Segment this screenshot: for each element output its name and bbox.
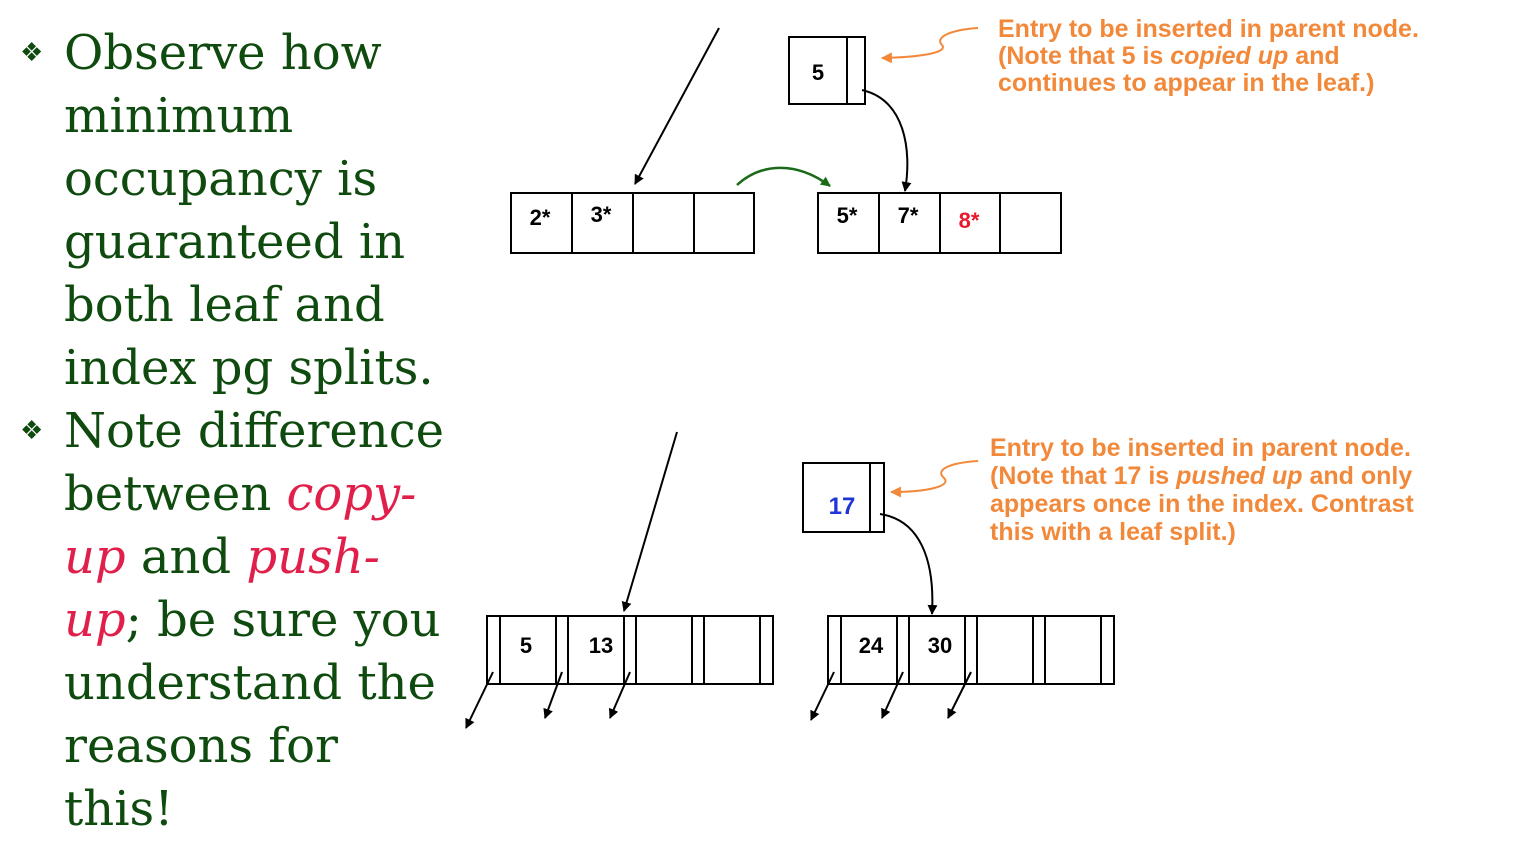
index-key: 5 xyxy=(520,633,532,658)
split-diagram: 5 2* 3* 5* 7* 8* 17 xyxy=(465,27,1115,729)
bullet-marker-icon: ❖ xyxy=(20,38,44,68)
child-pointer xyxy=(465,671,494,729)
index-parent-key: 17 xyxy=(829,493,856,520)
bullet-text-2-mid: and xyxy=(125,529,247,585)
note-emphasis: pushed up xyxy=(1176,462,1303,490)
index-parent-pointer xyxy=(879,513,938,615)
index-key: 30 xyxy=(928,633,952,658)
index-right-node: 24 30 xyxy=(810,615,1115,721)
leaf-right-node: 5* 7* 8* xyxy=(817,192,1062,254)
child-pointer xyxy=(609,671,631,719)
note-emphasis: copied up xyxy=(1170,42,1289,70)
note-line: Entry to be inserted in parent node. xyxy=(990,434,1411,462)
bullet-text-2-post: ; be sure you understand the reasons for… xyxy=(64,592,441,837)
note-line: continues to appear in the leaf.) xyxy=(998,69,1375,97)
index-split-note: Entry to be inserted in parent node. (No… xyxy=(990,434,1414,546)
index-left-node: 5 13 xyxy=(465,615,774,729)
bullet-text-1: Observe how minimum occupancy is guarant… xyxy=(64,25,434,396)
index-parent-node: 17 xyxy=(802,462,885,533)
bullet-item-1: ❖ Observe how minimum occupancy is guara… xyxy=(18,22,448,400)
child-pointer xyxy=(810,671,835,721)
child-pointer xyxy=(881,671,904,719)
note-line: appears once in the index. Contrast xyxy=(990,490,1414,518)
leaf-note-arrow xyxy=(880,27,979,64)
note-line: and xyxy=(1288,42,1340,70)
note-line: Entry to be inserted in parent node. xyxy=(998,15,1419,43)
leaf-left-node: 2* 3* xyxy=(510,192,755,254)
leaf-entry: 7* xyxy=(898,203,919,228)
leaf-parent-key: 5 xyxy=(812,60,824,85)
child-pointer xyxy=(947,671,972,719)
leaf-entry: 3* xyxy=(591,202,612,227)
note-line: this with a leaf split.) xyxy=(990,518,1236,546)
emphasis-push-up: push-up xyxy=(64,529,380,648)
emphasis-copy-up: copy-up xyxy=(64,466,417,585)
bullet-text-2-pre: Note difference between xyxy=(64,403,444,522)
leaf-entry-inserted: 8* xyxy=(959,208,980,233)
bullet-list: ❖ Observe how minimum occupancy is guara… xyxy=(18,22,448,841)
note-line: (Note that 17 is xyxy=(990,462,1177,490)
index-note-arrow xyxy=(889,460,979,498)
index-key: 24 xyxy=(859,633,884,658)
note-line: and only xyxy=(1302,462,1413,490)
bullet-marker-icon: ❖ xyxy=(20,416,44,446)
index-incoming-pointer xyxy=(621,431,678,612)
leaf-entry: 5* xyxy=(837,203,858,228)
bullet-item-2: ❖ Note difference between copy-up and pu… xyxy=(18,400,448,841)
leaf-parent-pointer xyxy=(861,89,912,192)
note-line: (Note that 5 is xyxy=(998,42,1171,70)
child-pointer xyxy=(543,671,563,719)
leaf-parent-node: 5 xyxy=(788,36,866,105)
leaf-split-note: Entry to be inserted in parent node. (No… xyxy=(998,16,1419,97)
leaf-incoming-pointer xyxy=(634,27,720,185)
green-sibling-arrow xyxy=(736,166,831,188)
index-key: 13 xyxy=(589,633,613,658)
leaf-entry: 2* xyxy=(530,205,551,230)
